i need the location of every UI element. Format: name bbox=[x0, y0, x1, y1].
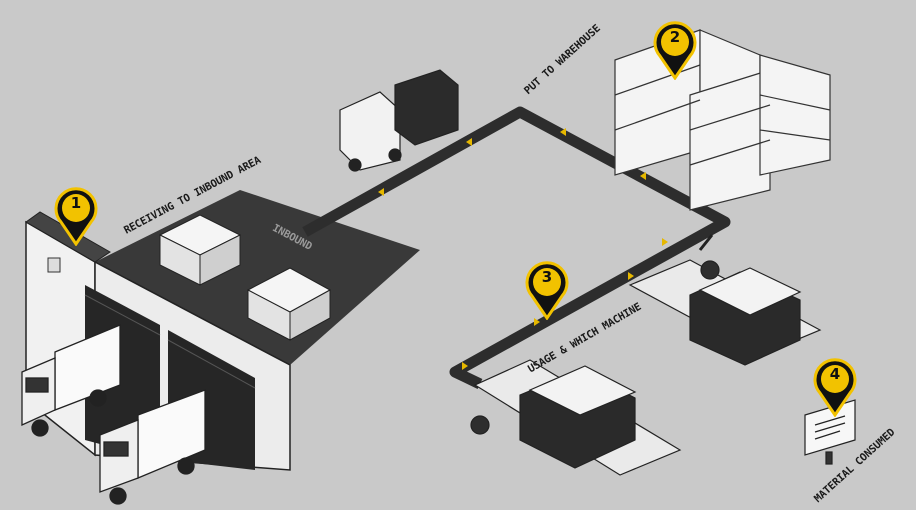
machine-left bbox=[470, 359, 682, 476]
material-path bbox=[302, 106, 731, 389]
step-1-pin: 1 bbox=[53, 186, 99, 247]
step-2-number: 2 bbox=[669, 28, 681, 46]
step-3-pin: 3 bbox=[524, 260, 570, 321]
truck-1 bbox=[21, 324, 121, 437]
pallet-1 bbox=[158, 214, 242, 286]
step-3-number: 3 bbox=[541, 268, 553, 286]
machine-right bbox=[628, 234, 822, 366]
step-4-number: 4 bbox=[829, 365, 841, 383]
monitor bbox=[804, 399, 856, 465]
step-1-number: 1 bbox=[70, 194, 82, 212]
truck-2 bbox=[99, 389, 206, 505]
pallet-2 bbox=[246, 267, 332, 341]
path-arrows bbox=[378, 128, 668, 370]
forklift bbox=[339, 69, 459, 172]
step-2-pin: 2 bbox=[652, 20, 698, 81]
storage-racks bbox=[614, 29, 831, 211]
step-4-pin: 4 bbox=[812, 357, 858, 418]
